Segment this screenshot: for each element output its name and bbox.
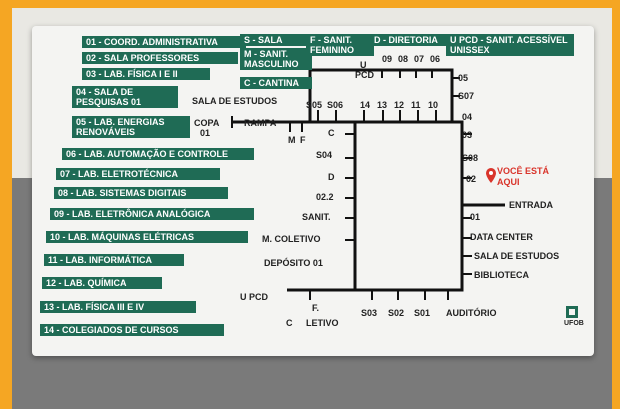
legend-item: 11 - LAB. INFORMÁTICA xyxy=(44,254,184,266)
legend-item: 02 - SALA PROFESSORES xyxy=(82,52,238,64)
room-08: 08 xyxy=(398,54,409,64)
legend-item: 13 - LAB. FÍSICA III E IV xyxy=(40,301,196,313)
room-01: 01 xyxy=(470,212,481,222)
room-03: 03 xyxy=(462,130,473,140)
code-c: C - CANTINA xyxy=(240,77,312,89)
c-bottom-label: C xyxy=(286,318,293,328)
room-u-top: U xyxy=(360,60,367,70)
room-02: 02 xyxy=(466,174,477,184)
data-center-label: DATA CENTER xyxy=(470,232,533,242)
legend-item: 06 - LAB. AUTOMAÇÃO E CONTROLE xyxy=(62,148,254,160)
room-s04: S04 xyxy=(316,150,333,160)
you-are-here-label-2: AQUI xyxy=(497,177,520,187)
room-s05: S05 xyxy=(306,100,323,110)
room-pcd-top: PCD xyxy=(355,70,375,80)
legend-item: 05 - LAB. ENERGIAS RENOVÁVEIS xyxy=(72,116,190,138)
room-s02: S02 xyxy=(388,308,405,318)
room-d: D xyxy=(328,172,335,182)
sala-estudos-label: SALA DE ESTUDOS xyxy=(474,251,560,261)
room-09: 09 xyxy=(382,54,393,64)
room-05: 05 xyxy=(458,73,469,83)
room-06: 06 xyxy=(430,54,441,64)
code-d: D - DIRETORIA xyxy=(370,34,450,46)
code-m: M - SANIT. MASCULINO xyxy=(240,48,312,70)
rampa-label: RAMPA xyxy=(244,118,277,128)
f-letivo-label-2: LETIVO xyxy=(306,318,339,328)
code-u: U PCD - SANIT. ACESSÍVEL UNISSEX xyxy=(446,34,574,56)
code-s: S - SALA xyxy=(240,34,308,46)
room-f: F xyxy=(300,135,306,145)
you-are-here-label: VOCÊ ESTÁ xyxy=(497,166,550,176)
room-14: 14 xyxy=(360,100,371,110)
room-10: 10 xyxy=(428,100,439,110)
legend-item: 08 - LAB. SISTEMAS DIGITAIS xyxy=(54,187,228,199)
auditorio-label: AUDITÓRIO xyxy=(446,308,497,318)
ufob-logo-icon xyxy=(566,306,578,318)
room-c-mid: C xyxy=(328,128,335,138)
room-11: 11 xyxy=(411,100,421,110)
code-f: F - SANIT. FEMININO xyxy=(306,34,374,56)
room-s03: S03 xyxy=(361,308,378,318)
legend-item: 03 - LAB. FÍSICA I E II xyxy=(82,68,210,80)
m-coletivo-label: M. COLETIVO xyxy=(262,234,321,244)
room-022: 02.2 xyxy=(316,192,334,202)
room-13: 13 xyxy=(377,100,388,110)
deposito-label: DEPÓSITO 01 xyxy=(264,258,323,268)
legend-item: 12 - LAB. QUÍMICA xyxy=(42,277,162,289)
room-07: 07 xyxy=(414,54,425,64)
sanit-label: SANIT. xyxy=(302,212,331,222)
room-s06: S06 xyxy=(327,100,344,110)
logo-text: UFOB xyxy=(564,320,584,327)
room-s07: S07 xyxy=(458,91,475,101)
legend-item: 10 - LAB. MÁQUINAS ELÉTRICAS xyxy=(46,231,248,243)
room-s01: S01 xyxy=(414,308,431,318)
sala-estudos-top-label: SALA DE ESTUDOS xyxy=(192,96,278,106)
legend-item: 09 - LAB. ELETRÔNICA ANALÓGICA xyxy=(50,208,254,220)
f-letivo-label: F. xyxy=(312,303,320,313)
u-pcd-label: U PCD xyxy=(240,292,269,302)
room-m: M xyxy=(288,135,296,145)
copa-num-label: 01 xyxy=(200,128,211,138)
room-s08: S08 xyxy=(462,153,479,163)
legend-item: 01 - COORD. ADMINISTRATIVA xyxy=(82,36,246,48)
room-04: 04 xyxy=(462,112,473,122)
biblioteca-label: BIBLIOTECA xyxy=(474,270,529,280)
copa-label: COPA xyxy=(194,118,220,128)
legend-item: 04 - SALA DE PESQUISAS 01 xyxy=(72,86,178,108)
entrada-label: ENTRADA xyxy=(509,200,553,210)
legend-item: 07 - LAB. ELETROTÉCNICA xyxy=(56,168,220,180)
room-12: 12 xyxy=(394,100,405,110)
you-are-here-pin-icon xyxy=(486,168,496,183)
legend-item: 14 - COLEGIADOS DE CURSOS xyxy=(40,324,224,336)
